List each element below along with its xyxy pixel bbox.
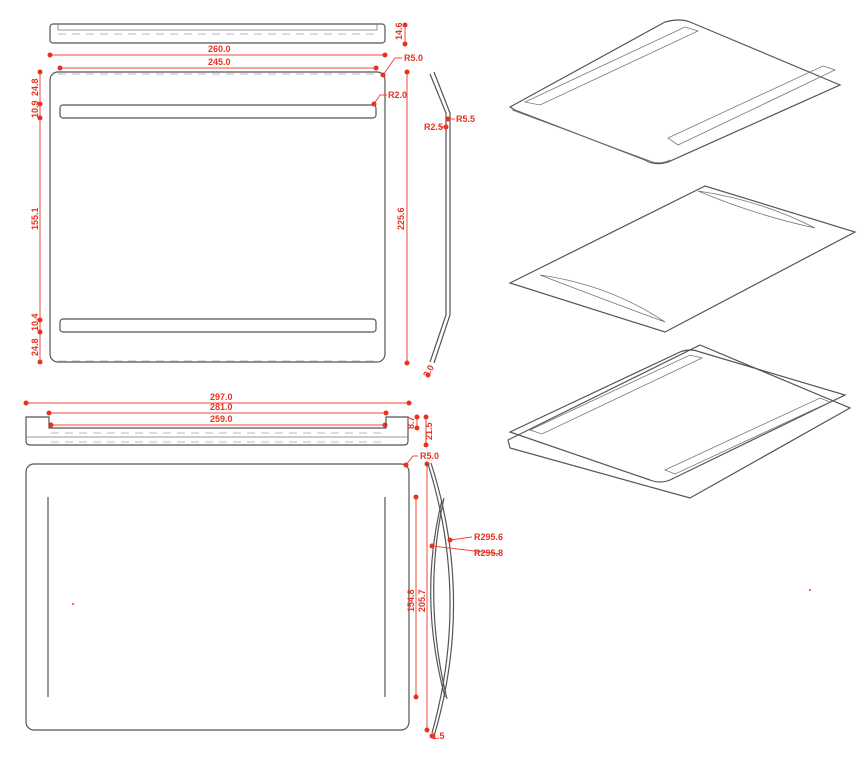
dim-slot-height-top: 10.9 [30, 100, 40, 118]
dim-b-overall-width: 297.0 [210, 392, 233, 402]
isometric-top-plate [508, 19, 842, 165]
dim-b-material-thickness: 1.5 [432, 731, 445, 741]
dim-material-thickness: 3.0 [421, 363, 436, 379]
dim-slot-height-bottom: 10.4 [30, 313, 40, 331]
dim-overall-depth: 205.7 [417, 589, 427, 612]
dim-corner-radius: R5.0 [404, 53, 423, 63]
dim-b-corner-radius: R5.0 [420, 451, 439, 461]
dim-slot-radius: R2.0 [388, 90, 407, 100]
isometric-bottom-plate [508, 185, 857, 333]
dim-top-margin: 24.8 [30, 78, 40, 96]
slot-bottom [59, 318, 377, 333]
dim-slot-spacing: 155.1 [30, 207, 40, 230]
top-plate-plan-view [49, 71, 386, 363]
dim-bend-outer-radius: R5.5 [456, 114, 475, 124]
dim-bend-inner-radius: R2.5 [424, 122, 443, 132]
dim-b-overall-height: 21.5 [424, 422, 434, 440]
dim-b-inner-width: 259.0 [210, 414, 233, 424]
dim-arc-radius-outer: R295.6 [474, 532, 503, 542]
isometric-assembly [507, 344, 852, 499]
dim-overall-width: 260.0 [208, 44, 231, 54]
dim-slot-length: 154.8 [406, 589, 416, 612]
dim-step-height: 8.7 [406, 416, 416, 429]
dim-arc-radius-inner: R295.8 [474, 548, 503, 558]
slot-top [59, 104, 377, 119]
top-plate-section-profile [429, 71, 451, 364]
bottom-plate-side-view [25, 416, 409, 446]
dim-bottom-margin: 24.8 [30, 338, 40, 356]
dim-thickness: 14.6 [394, 22, 404, 40]
dim-overall-height: 225.6 [396, 207, 406, 230]
dim-b-outer-width: 281.0 [210, 402, 233, 412]
top-plate-side-view: 14.6 [49, 22, 408, 47]
bottom-plate-plan-view [25, 463, 410, 731]
dim-inner-width: 245.0 [208, 57, 231, 67]
bottom-plate-arc-profile [427, 462, 455, 734]
